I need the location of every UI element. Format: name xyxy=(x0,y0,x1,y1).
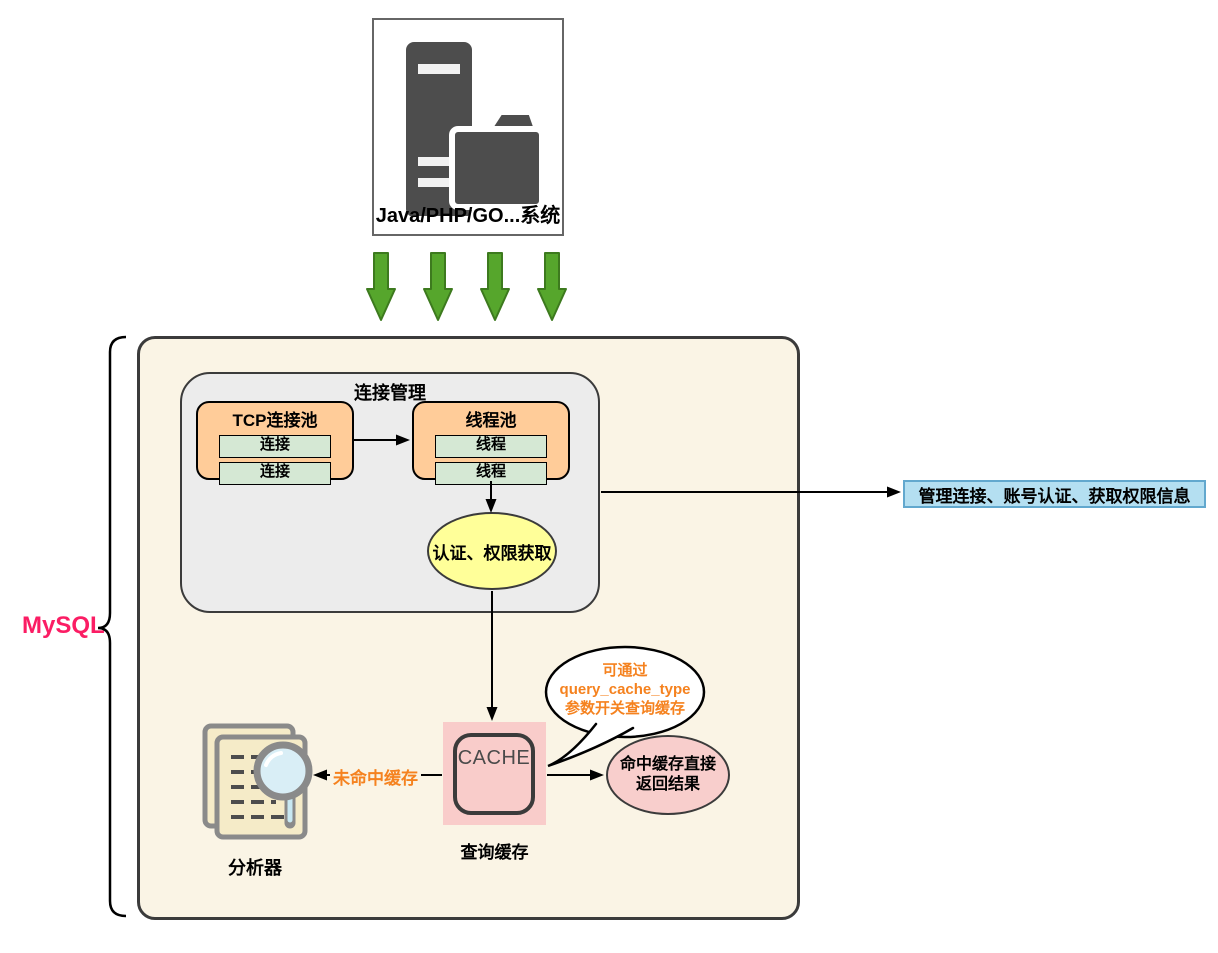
tcp-connection-row: 连接 xyxy=(219,435,331,458)
thread-row: 线程 xyxy=(435,462,547,485)
thread-pool-box: 线程池 线程 线程 xyxy=(412,401,570,485)
thread-row: 线程 xyxy=(435,435,547,458)
analyzer-label: 分析器 xyxy=(228,858,282,878)
manage-connection-note: 管理连接、账号认证、获取权限信息 xyxy=(903,480,1206,508)
manage-connection-note-text: 管理连接、账号认证、获取权限信息 xyxy=(918,486,1191,506)
green-down-arrows xyxy=(366,252,567,321)
auth-permission-label: 认证、权限获取 xyxy=(432,543,552,563)
tcp-connection-row: 连接 xyxy=(219,462,331,485)
cache-hit-line2: 返回结果 xyxy=(635,776,700,793)
thread-pool-title: 线程池 xyxy=(465,411,517,430)
tcp-pool-box: TCP连接池 连接 连接 xyxy=(196,401,354,485)
query-cache-inner-box: CACHE xyxy=(453,733,535,815)
note-line-1: 可通过 xyxy=(602,662,648,679)
server-folder-icon xyxy=(406,42,545,216)
cache-text: CACHE xyxy=(457,747,531,769)
connection-management-title: 连接管理 xyxy=(354,383,426,403)
cache-hit-line1: 命中缓存直接 xyxy=(619,756,716,773)
note-line-2: query_cache_type xyxy=(559,681,691,698)
cache-miss-label: 未命中缓存 xyxy=(330,764,421,789)
query-cache-note-text: 可通过 query_cache_type 参数开关查询缓存 xyxy=(546,661,704,718)
app-system-box: Java/PHP/GO...系统 xyxy=(372,18,564,236)
tcp-pool-title: TCP连接池 xyxy=(232,411,318,430)
auth-permission-ellipse: 认证、权限获取 xyxy=(427,512,557,590)
cache-hit-ellipse: 命中缓存直接 返回结果 xyxy=(606,735,730,815)
note-line-3: 参数开关查询缓存 xyxy=(564,700,685,717)
app-system-label: Java/PHP/GO...系统 xyxy=(375,205,561,227)
query-cache-label: 查询缓存 xyxy=(460,843,529,862)
mysql-label: MySQL xyxy=(22,612,105,639)
